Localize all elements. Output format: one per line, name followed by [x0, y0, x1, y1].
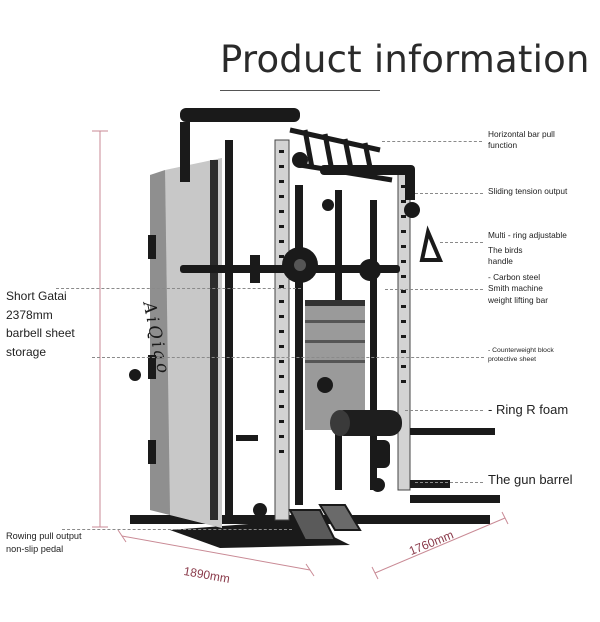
depth-dimension-line [117, 529, 315, 577]
label-multi-ring: Multi - ring adjustable [488, 230, 567, 240]
label-smith-machine: - Carbon steel Smith machine weight lift… [488, 272, 548, 305]
label-birds-handle: The birds handle [488, 245, 523, 267]
weight-plates [282, 247, 381, 283]
title-underline [220, 90, 380, 91]
top-crossbar [320, 165, 415, 200]
label-counterweight: - Counterweight block protective sheet [488, 347, 554, 364]
leader-ring-foam [405, 410, 483, 411]
label-ring-foam: - Ring R foam [488, 402, 569, 417]
leader-smith-machine [385, 289, 483, 290]
birds-handle-shape [419, 225, 444, 262]
label-rowing-pedal: Rowing pull output non-slip pedal [6, 531, 82, 554]
leader-sliding-tension [415, 193, 483, 194]
leader-gun-barrel [415, 482, 483, 483]
pulleys [292, 152, 420, 218]
weight-stack [305, 300, 365, 430]
leader-multi-ring [440, 242, 483, 243]
height-dimension-line [92, 130, 108, 528]
rowing-pedal [288, 504, 362, 541]
page-title: Product information [220, 38, 590, 81]
leader-counterweight [92, 357, 484, 358]
leader-rowing-pedal [62, 529, 292, 530]
left-frame [180, 108, 300, 520]
storage-panel [148, 158, 222, 528]
label-barbell-storage: Short Gatai 2378mm barbell sheet storage [6, 289, 75, 359]
side-discs [129, 369, 267, 517]
gun-barrel [371, 428, 495, 492]
label-horizontal-bar: Horizontal bar pull function [488, 129, 555, 151]
leader-horizontal-bar [382, 141, 482, 142]
width-dimension-line [371, 511, 509, 580]
label-gun-barrel: The gun barrel [488, 472, 573, 487]
leader-barbell-storage [56, 288, 301, 289]
label-sliding-tension: Sliding tension output [488, 186, 568, 196]
foam-rollers [330, 410, 402, 468]
